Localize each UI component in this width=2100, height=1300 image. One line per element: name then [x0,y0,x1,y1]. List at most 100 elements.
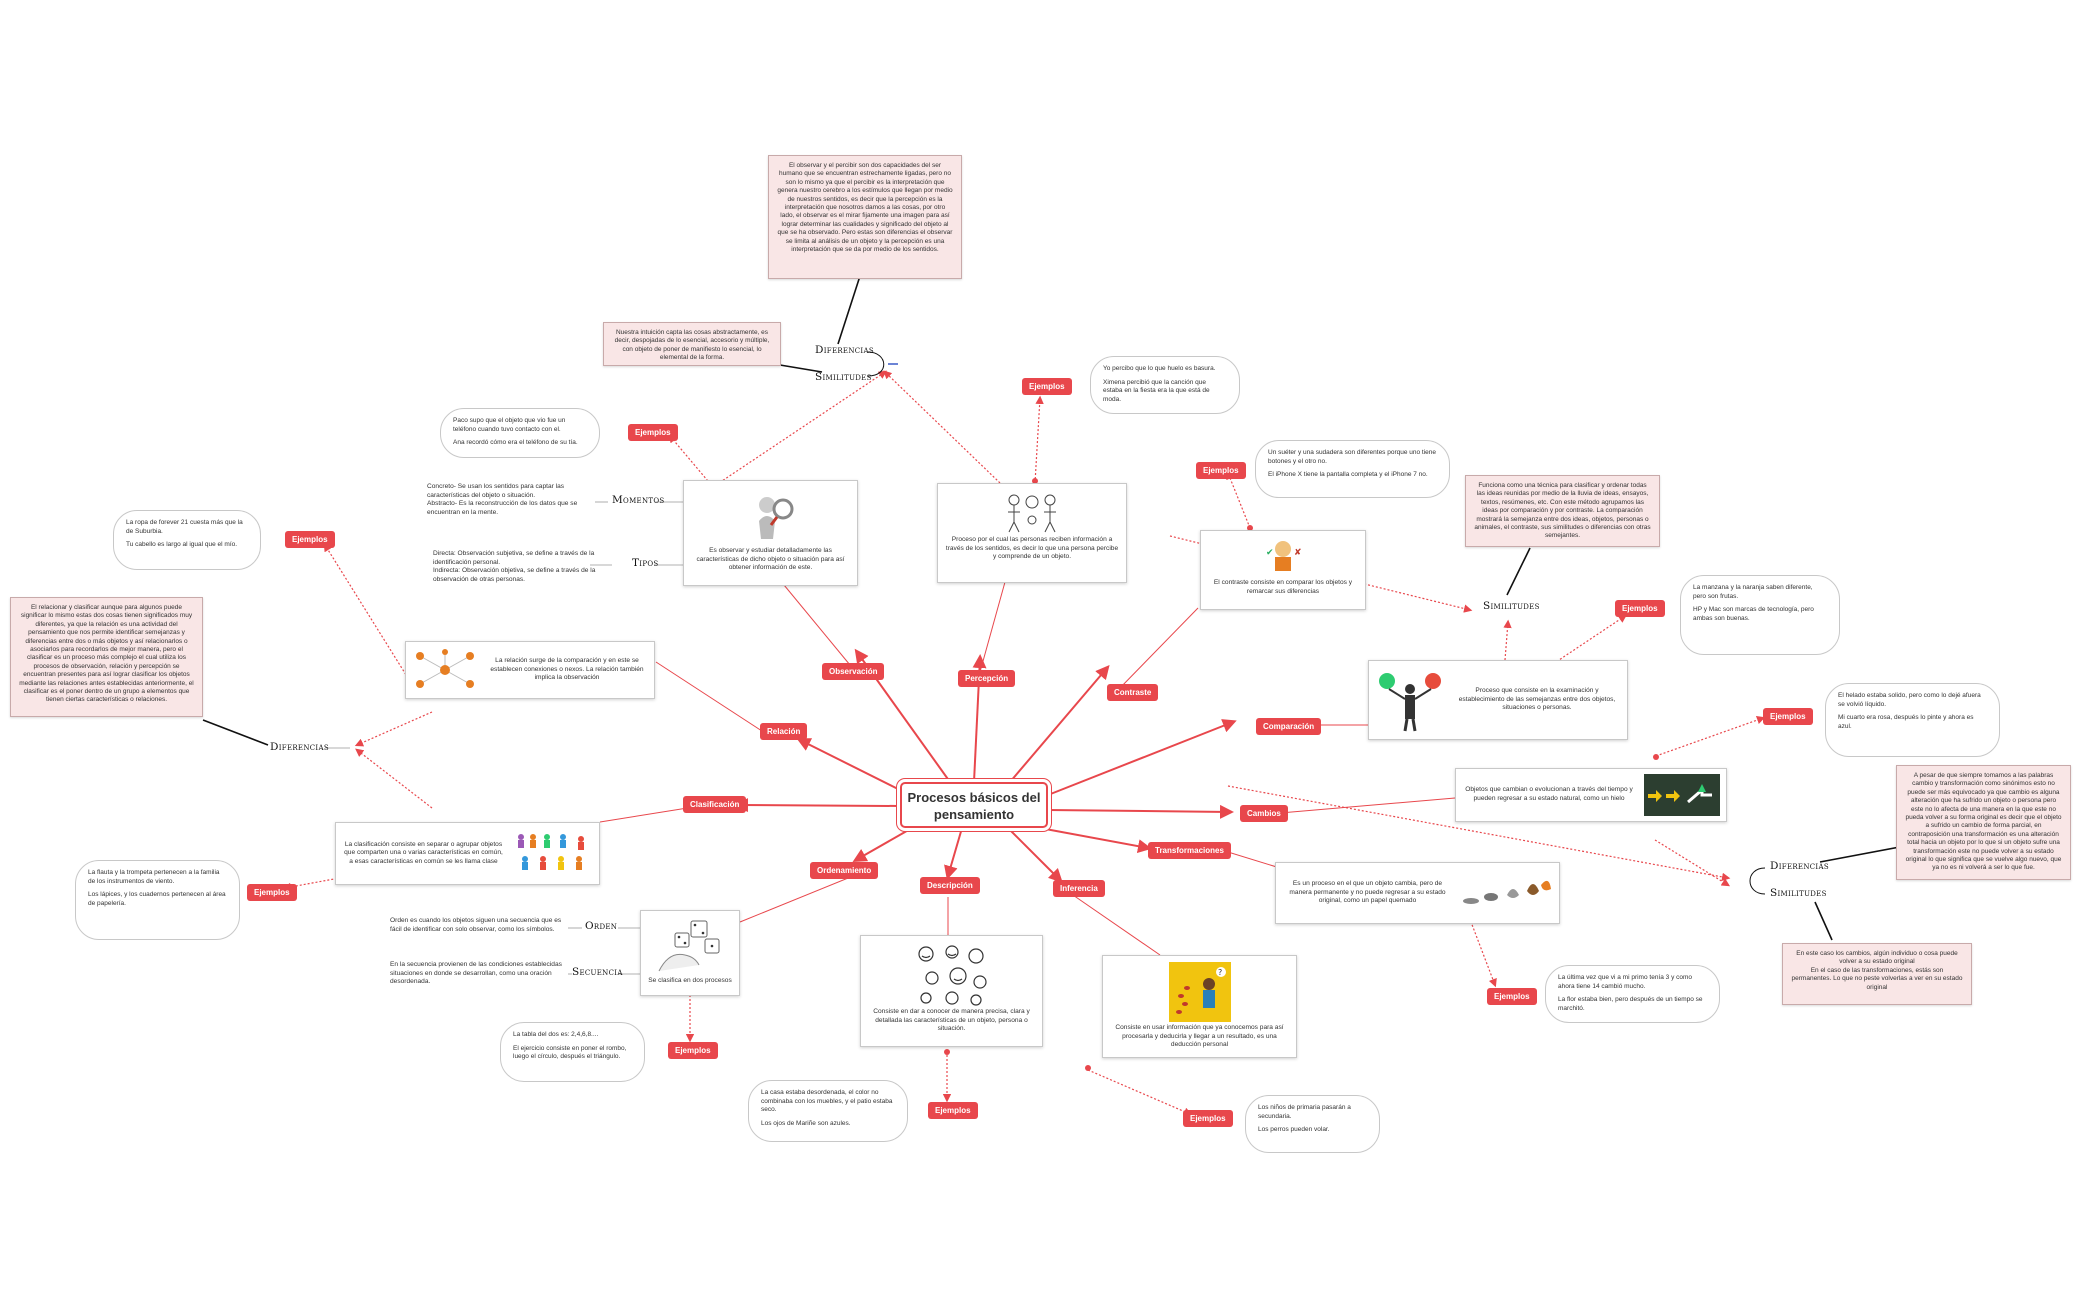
transformaciones-card[interactable]: Es un proceso en el que un objeto cambia… [1275,862,1560,924]
relacion-examples-tag[interactable]: Ejemplos [285,531,335,548]
svg-text:✘: ✘ [1294,548,1302,558]
camb-trans-similitudes-label: Similitudes [1770,887,1827,899]
comparacion-card[interactable]: Proceso que consiste en la examinación y… [1368,660,1628,740]
svg-text:?: ? [1218,968,1222,977]
transformaciones-examples-bubble: La última vez que vi a mi primo tenía 3 … [1545,965,1720,1023]
svg-text:✔: ✔ [1266,548,1274,558]
category-observacion[interactable]: Observación [822,663,885,680]
category-relacion[interactable]: Relación [760,723,808,740]
inferencia-examples-tag[interactable]: Ejemplos [1183,1110,1233,1127]
cambios-card[interactable]: Objetos que cambian o evolucionan a trav… [1455,768,1727,822]
magnifier-figure-icon [758,497,793,539]
cont-comp-similitudes-note: Funciona como una técnica para clasifica… [1465,475,1660,547]
camb-trans-diferencias-label: Diferencias [1770,860,1829,872]
category-percepcion[interactable]: Percepción [958,670,1016,687]
ordenamiento-example-1: La tabla del dos es: 2,4,6,8.... [513,1031,599,1038]
momentos-label: Momentos [612,494,665,506]
network-people-icon [416,649,474,688]
orden-label: Orden [585,920,618,932]
ordenamiento-text: Se clasifica en dos procesos [648,977,732,984]
obs-perc-diferencias-note: El observar y el percibir son dos capaci… [768,155,962,279]
observacion-examples-tag[interactable]: Ejemplos [628,424,678,441]
momentos-text: Concreto- Se usan los sentidos para capt… [427,483,578,516]
percepcion-example-2: Ximena percibió que la canción que estab… [1103,378,1210,403]
tipos-label: Tipos [632,557,659,569]
orden-text: Orden es cuando los objetos siguen una s… [390,917,562,933]
category-descripcion[interactable]: Descripción [920,877,980,894]
comparacion-example-1: La manzana y la naranja saben diferente,… [1693,584,1813,600]
inferencia-card[interactable]: ? Consiste en usar información que ya co… [1102,955,1297,1058]
relacion-card[interactable]: La relación surge de la comparación y en… [405,641,655,699]
rel-clas-diferencias-label: Diferencias [270,741,329,753]
transformaciones-example-2: La flor estaba bien, pero después de un … [1558,996,1703,1012]
percepcion-card[interactable]: Proceso por el cual las personas reciben… [937,483,1127,583]
category-ordenamiento[interactable]: Ordenamiento [810,862,879,879]
clasificacion-text: La clasificación consiste en separar o a… [344,840,503,865]
category-inferencia[interactable]: Inferencia [1053,880,1105,897]
relacion-text: La relación surge de la comparación y en… [490,657,644,682]
percepcion-examples-tag[interactable]: Ejemplos [1022,378,1072,395]
cambios-example-1: El helado estaba solido, pero como lo de… [1838,692,1981,708]
inferencia-examples-bubble: Los niños de primaria pasarán a secundar… [1245,1095,1380,1153]
descripcion-card[interactable]: Consiste en dar a conocer de manera prec… [860,935,1043,1047]
ordenamiento-examples-tag[interactable]: Ejemplos [668,1042,718,1059]
cambios-examples-bubble: El helado estaba solido, pero como lo de… [1825,683,2000,757]
category-cambios[interactable]: Cambios [1240,805,1288,822]
change-arrows-icon [1644,774,1720,816]
rel-clas-diferencias-note: El relacionar y clasificar aunque para a… [10,597,203,717]
contraste-examples-tag[interactable]: Ejemplos [1196,462,1246,479]
contraste-card[interactable]: ✔ ✘ El contraste consiste en comparar lo… [1200,530,1366,610]
percepcion-text: Proceso por el cual las personas reciben… [945,536,1119,561]
relacion-example-1: La ropa de forever 21 cuesta más que la … [126,519,243,535]
transformaciones-examples-tag[interactable]: Ejemplos [1487,988,1537,1005]
cambios-examples-tag[interactable]: Ejemplos [1763,708,1813,725]
descripcion-text: Consiste en dar a conocer de manera prec… [873,1008,1030,1033]
category-contraste[interactable]: Contraste [1107,684,1159,701]
man-with-balloons-icon [1379,673,1441,732]
obs-perc-similitudes-label: Similitudes [815,371,872,383]
clasificacion-example-2: Los lápices, y los cuadernos pertenecen … [88,891,226,907]
contraste-example-1: Un suéter y una sudadera son diferentes … [1268,449,1437,465]
descripcion-examples-bubble: La casa estaba desordenada, el color no … [748,1080,908,1142]
percepcion-examples-bubble: Yo percibo que lo que huelo es basura. X… [1090,356,1240,414]
camb-trans-diferencias-note: A pesar de que siempre tomamos a las pal… [1896,765,2071,880]
category-clasificacion[interactable]: Clasificación [683,796,747,813]
tipos-text: Directa: Observación subjetiva, se defin… [433,550,596,583]
central-topic[interactable]: Procesos básicos del pensamiento [900,782,1048,828]
obs-perc-diferencias-label: Diferencias [815,344,874,356]
descripcion-examples-tag[interactable]: Ejemplos [928,1102,978,1119]
faces-collage-icon [917,945,987,1006]
secuencia-label: Secuencia [572,966,623,978]
descripcion-example-2: Los ojos de Mariñe son azules. [761,1119,851,1127]
descripcion-example-1: La casa estaba desordenada, el color no … [761,1089,893,1114]
inferencia-text: Consiste en usar información que ya cono… [1115,1024,1284,1049]
observacion-text: Es observar y estudiar detalladamente la… [696,547,845,572]
transformaciones-example-1: La última vez que vi a mi primo tenía 3 … [1558,974,1693,990]
thinking-person-icon: ✔ ✘ [1266,541,1302,571]
camb-trans-similitudes-note: En este caso los cambios, algún individu… [1782,943,1972,1005]
percepcion-example-1: Yo percibo que lo que huelo es basura. [1103,365,1216,372]
transformaciones-text: Es un proceso en el que un objeto cambia… [1289,880,1446,905]
people-sensing-icon [1008,494,1056,533]
category-transformaciones[interactable]: Transformaciones [1148,842,1231,859]
inferencia-example-1: Los niños de primaria pasarán a secundar… [1258,1104,1351,1120]
relacion-example-2: Tu cabello es largo al igual que el mío. [126,541,238,549]
clasificacion-examples-bubble: La flauta y la trompeta pertenecen a la … [75,860,240,940]
category-comparacion[interactable]: Comparación [1256,718,1322,735]
observacion-example-1: Paco supo que el objeto que vio fue un t… [453,417,566,433]
inferencia-example-2: Los perros pueden volar. [1258,1126,1330,1134]
colored-people-groups-icon [518,833,584,870]
secuencia-text: En la secuencia provienen de las condici… [390,961,562,986]
cont-comp-similitudes-label: Similitudes [1483,600,1540,612]
clasificacion-examples-tag[interactable]: Ejemplos [247,884,297,901]
ordenamiento-card[interactable]: Se clasifica en dos procesos [640,910,740,996]
observacion-example-2: Ana recordó cómo era el teléfono de su t… [453,439,578,447]
ordenamiento-examples-bubble: La tabla del dos es: 2,4,6,8.... El ejer… [500,1022,645,1082]
relacion-examples-bubble: La ropa de forever 21 cuesta más que la … [113,510,261,570]
comparacion-examples-tag[interactable]: Ejemplos [1615,600,1665,617]
contraste-example-2: El iPhone X tiene la pantalla completa y… [1268,471,1428,479]
clasificacion-card[interactable]: La clasificación consiste en separar o a… [335,822,600,885]
comparacion-example-2: HP y Mac son marcas de tecnología, pero … [1693,606,1814,622]
butterfly-metamorphosis-icon [1463,880,1551,904]
observacion-card[interactable]: Es observar y estudiar detalladamente la… [683,480,858,586]
